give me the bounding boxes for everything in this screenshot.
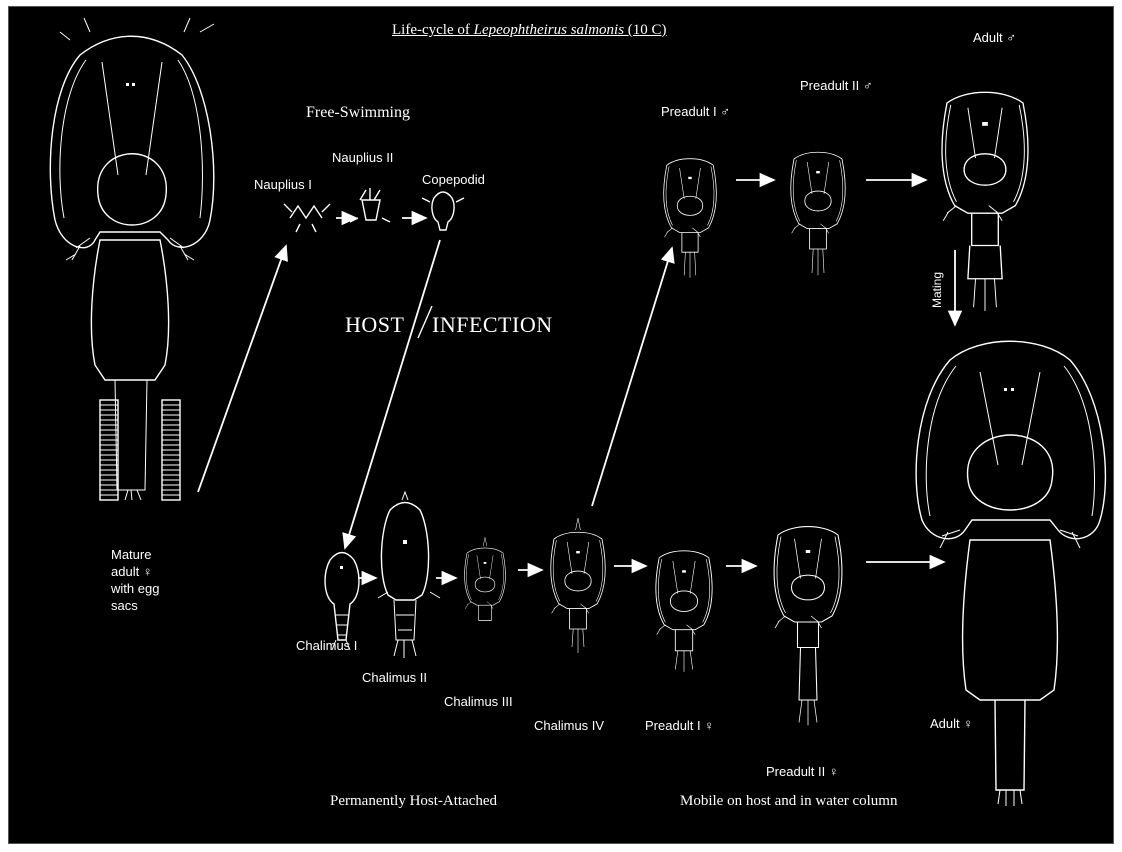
arrow-adult-to-nauplius xyxy=(198,246,286,492)
chalimus-3-figure xyxy=(465,537,506,620)
preadult-2-female-figure xyxy=(774,527,842,726)
diagram-title: Life-cycle of Lepeophtheirus salmonis (1… xyxy=(392,22,667,39)
adult-male-label: Adult ♂ xyxy=(973,30,1016,45)
mobile-label: Mobile on host and in water column xyxy=(680,793,897,810)
preadult-2-male-label: Preadult II ♂ xyxy=(800,78,873,93)
chalimus-2-figure xyxy=(378,492,440,658)
host-infection-divider xyxy=(418,306,432,338)
nauplius-2-figure xyxy=(350,188,390,222)
mature-label-line-1: Mature xyxy=(111,546,159,563)
mature-adult-female-figure xyxy=(50,18,214,500)
mature-label-line-3: with egg xyxy=(111,580,159,597)
chalimus-3-label: Chalimus III xyxy=(444,694,513,709)
preadult-1-female-label: Preadult I ♀ xyxy=(645,718,714,733)
copepodid-figure xyxy=(422,192,464,230)
host-label: HOST xyxy=(345,312,404,338)
chalimus-2-label: Chalimus II xyxy=(362,670,427,685)
nauplius-1-figure xyxy=(284,204,330,232)
chalimus-4-label: Chalimus IV xyxy=(534,718,604,733)
mating-label: Mating xyxy=(930,272,944,308)
free-swimming-label: Free-Swimming xyxy=(306,104,410,122)
arrow-c4-to-pa1m xyxy=(592,248,672,506)
infection-label: INFECTION xyxy=(432,312,553,338)
arrow-copepodid-to-chalimus xyxy=(345,240,440,548)
mature-label-line-2: adult ♀ xyxy=(111,563,159,580)
adult-female-figure xyxy=(916,341,1105,806)
nauplius-2-label: Nauplius II xyxy=(332,150,393,165)
chalimus-4-figure xyxy=(551,518,605,653)
preadult-2-female-label: Preadult II ♀ xyxy=(766,764,839,779)
chalimus-1-label: Chalimus I xyxy=(296,638,357,653)
adult-female-label: Adult ♀ xyxy=(930,716,973,731)
copepodid-label: Copepodid xyxy=(422,172,485,187)
permanently-attached-label: Permanently Host-Attached xyxy=(330,793,497,810)
mature-label-line-4: sacs xyxy=(111,597,159,614)
nauplius-1-label: Nauplius I xyxy=(254,177,312,192)
preadult-2-male-figure xyxy=(791,152,845,275)
preadult-1-female-figure xyxy=(656,551,712,672)
mature-adult-female-label: Mature adult ♀ with egg sacs xyxy=(111,546,159,614)
chalimus-1-figure xyxy=(325,553,359,651)
preadult-1-male-label: Preadult I ♂ xyxy=(661,104,730,119)
preadult-1-male-figure xyxy=(664,159,716,278)
